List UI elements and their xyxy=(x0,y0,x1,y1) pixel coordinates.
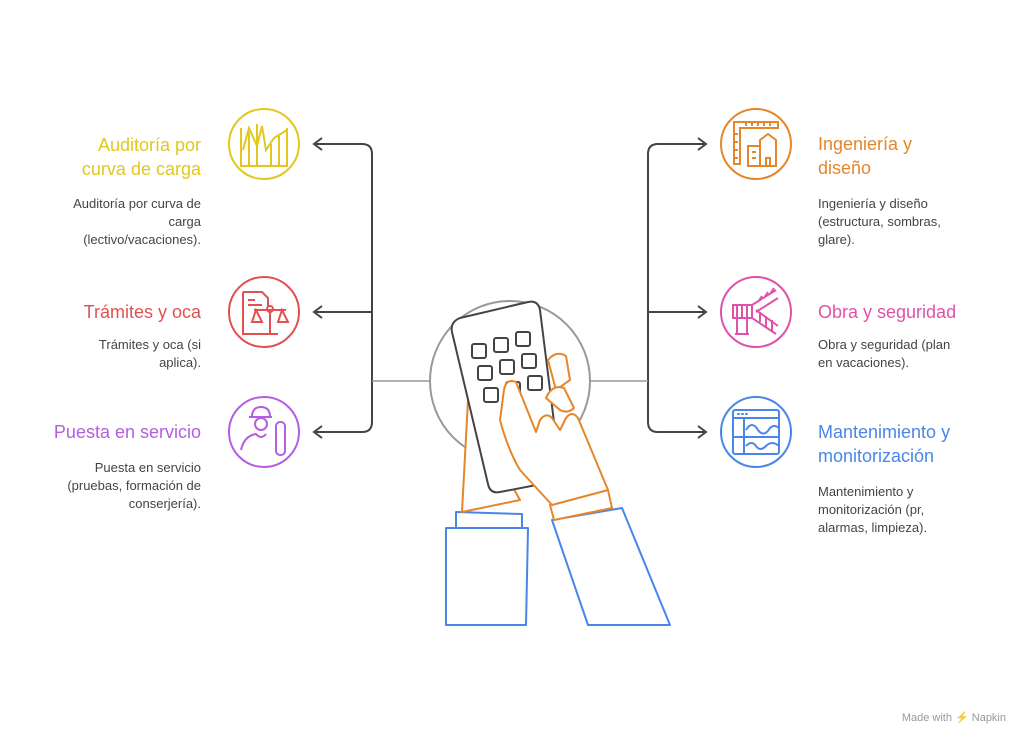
obra-title: Obra y seguridad xyxy=(818,302,957,322)
monitoring-dashboard-icon xyxy=(720,396,792,468)
construction-stairs-icon xyxy=(720,276,792,348)
hand-remote-icon xyxy=(445,300,671,626)
right-bracket xyxy=(647,143,704,433)
right-arrowheads xyxy=(697,137,708,439)
ingenieria-description: Ingeniería y diseño(estructura, sombras,… xyxy=(818,196,941,247)
made-with-napkin-footer[interactable]: Made with ⚡ Napkin xyxy=(901,712,1006,724)
worker-wrench-icon xyxy=(228,396,300,468)
ruler-building-icon xyxy=(720,108,792,180)
left-arrowheads xyxy=(312,137,323,439)
puesta-description: Puesta en servicio(pruebas, formación de… xyxy=(67,460,201,511)
document-scales-icon xyxy=(228,276,300,348)
puesta-title: Puesta en servicio xyxy=(53,422,201,442)
load-curve-chart-icon xyxy=(228,108,300,180)
connectors xyxy=(312,137,708,439)
tramites-title: Trámites y oca xyxy=(83,302,201,322)
left-bracket xyxy=(316,143,373,433)
